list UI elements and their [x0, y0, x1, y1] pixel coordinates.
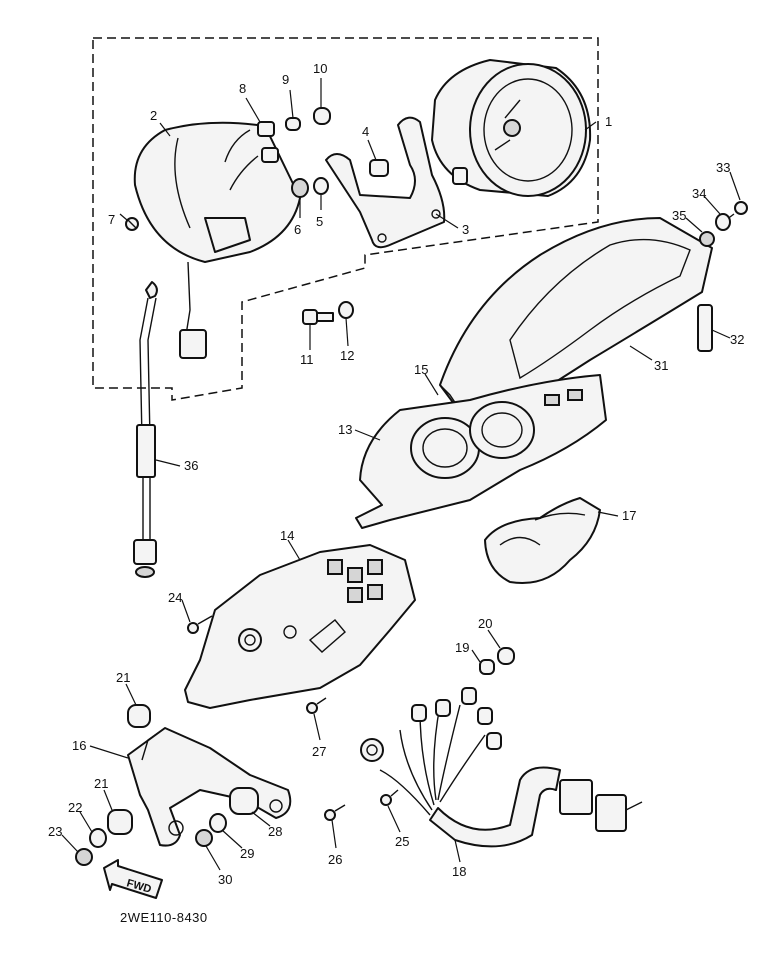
callout-35: 35 [672, 208, 686, 223]
bulb-cap-20 [497, 647, 515, 665]
callout-12: 12 [340, 348, 354, 363]
bulb-19 [479, 659, 495, 675]
callout-19: 19 [455, 640, 469, 655]
meter-unit [431, 59, 592, 197]
screw [125, 217, 139, 231]
callout-6: 6 [294, 222, 301, 237]
collar [338, 301, 354, 319]
nut-23 [75, 848, 93, 866]
callout-14: 15 [414, 362, 428, 377]
washer-22 [89, 828, 107, 848]
callout-24: 24 [168, 590, 182, 605]
callout-21-lower: 21 [94, 776, 108, 791]
callout-22: 22 [68, 800, 82, 815]
lower-bracket [127, 727, 292, 847]
callout-23: 23 [48, 824, 62, 839]
drawing-code: 2WE110-8430 [120, 910, 208, 925]
meter-case [133, 121, 301, 263]
callout-9: 9 [282, 72, 289, 87]
forward-direction-arrow: FWD [103, 859, 163, 899]
damper-21-lower [107, 809, 133, 835]
callout-25: 25 [395, 834, 409, 849]
trim-strip [697, 304, 713, 352]
callout-30: 30 [218, 872, 232, 887]
callout-34: 34 [692, 186, 706, 201]
screw-27 [306, 697, 327, 714]
bulb-socket [224, 121, 279, 191]
callout-32: 32 [730, 332, 744, 347]
callout-29: 29 [240, 846, 254, 861]
callout-36: 36 [184, 458, 198, 473]
washer [313, 177, 329, 195]
screw-33 [725, 201, 748, 221]
callout-21-upper: 21 [116, 670, 130, 685]
screw-24 [187, 615, 213, 634]
meter-bracket [325, 116, 446, 249]
damper-21-upper [127, 704, 151, 728]
meter-panel [484, 497, 601, 584]
bulb-cap [313, 107, 331, 125]
callout-28: 28 [268, 824, 282, 839]
lower-case [184, 544, 416, 709]
callout-11: 11 [300, 352, 314, 367]
washer-34 [715, 213, 731, 231]
screw-26 [324, 804, 346, 821]
meter-wire-lead [185, 261, 191, 336]
meter-assembly-boundary [92, 37, 599, 401]
wire-harness [360, 687, 643, 848]
callout-17: 17 [622, 508, 636, 523]
callout-20: 20 [478, 616, 492, 631]
leader-lines [61, 78, 741, 871]
callout-8: 8 [239, 81, 246, 96]
callout-7: 7 [108, 212, 115, 227]
callout-31: 31 [654, 358, 668, 373]
nut-30 [195, 829, 213, 847]
callout-4: 4 [362, 124, 369, 139]
callout-33: 33 [716, 160, 730, 175]
washer-29 [209, 813, 227, 833]
callout-labels: 1 2 3 4 5 6 7 8 9 10 11 12 13 15 14 16 1… [48, 61, 744, 887]
meter-cable [133, 281, 158, 578]
grommet [369, 159, 389, 177]
meter-housing [355, 374, 607, 529]
callout-10: 10 [313, 61, 327, 76]
callout-16: 16 [72, 738, 86, 753]
callout-14b: 14 [280, 528, 294, 543]
bulb [285, 117, 301, 131]
nut-35 [699, 231, 715, 247]
damper-28 [229, 787, 259, 815]
callout-13: 13 [338, 422, 352, 437]
screw-25 [380, 789, 399, 806]
callout-5: 5 [316, 214, 323, 229]
bolt [302, 309, 334, 325]
callout-2: 2 [150, 108, 157, 123]
callout-27: 27 [312, 744, 326, 759]
callout-3: 3 [462, 222, 469, 237]
nut [291, 178, 309, 198]
meter-wire-connector [179, 329, 207, 359]
callout-26: 26 [328, 852, 342, 867]
callout-1: 1 [605, 114, 612, 129]
callout-18: 18 [452, 864, 466, 879]
